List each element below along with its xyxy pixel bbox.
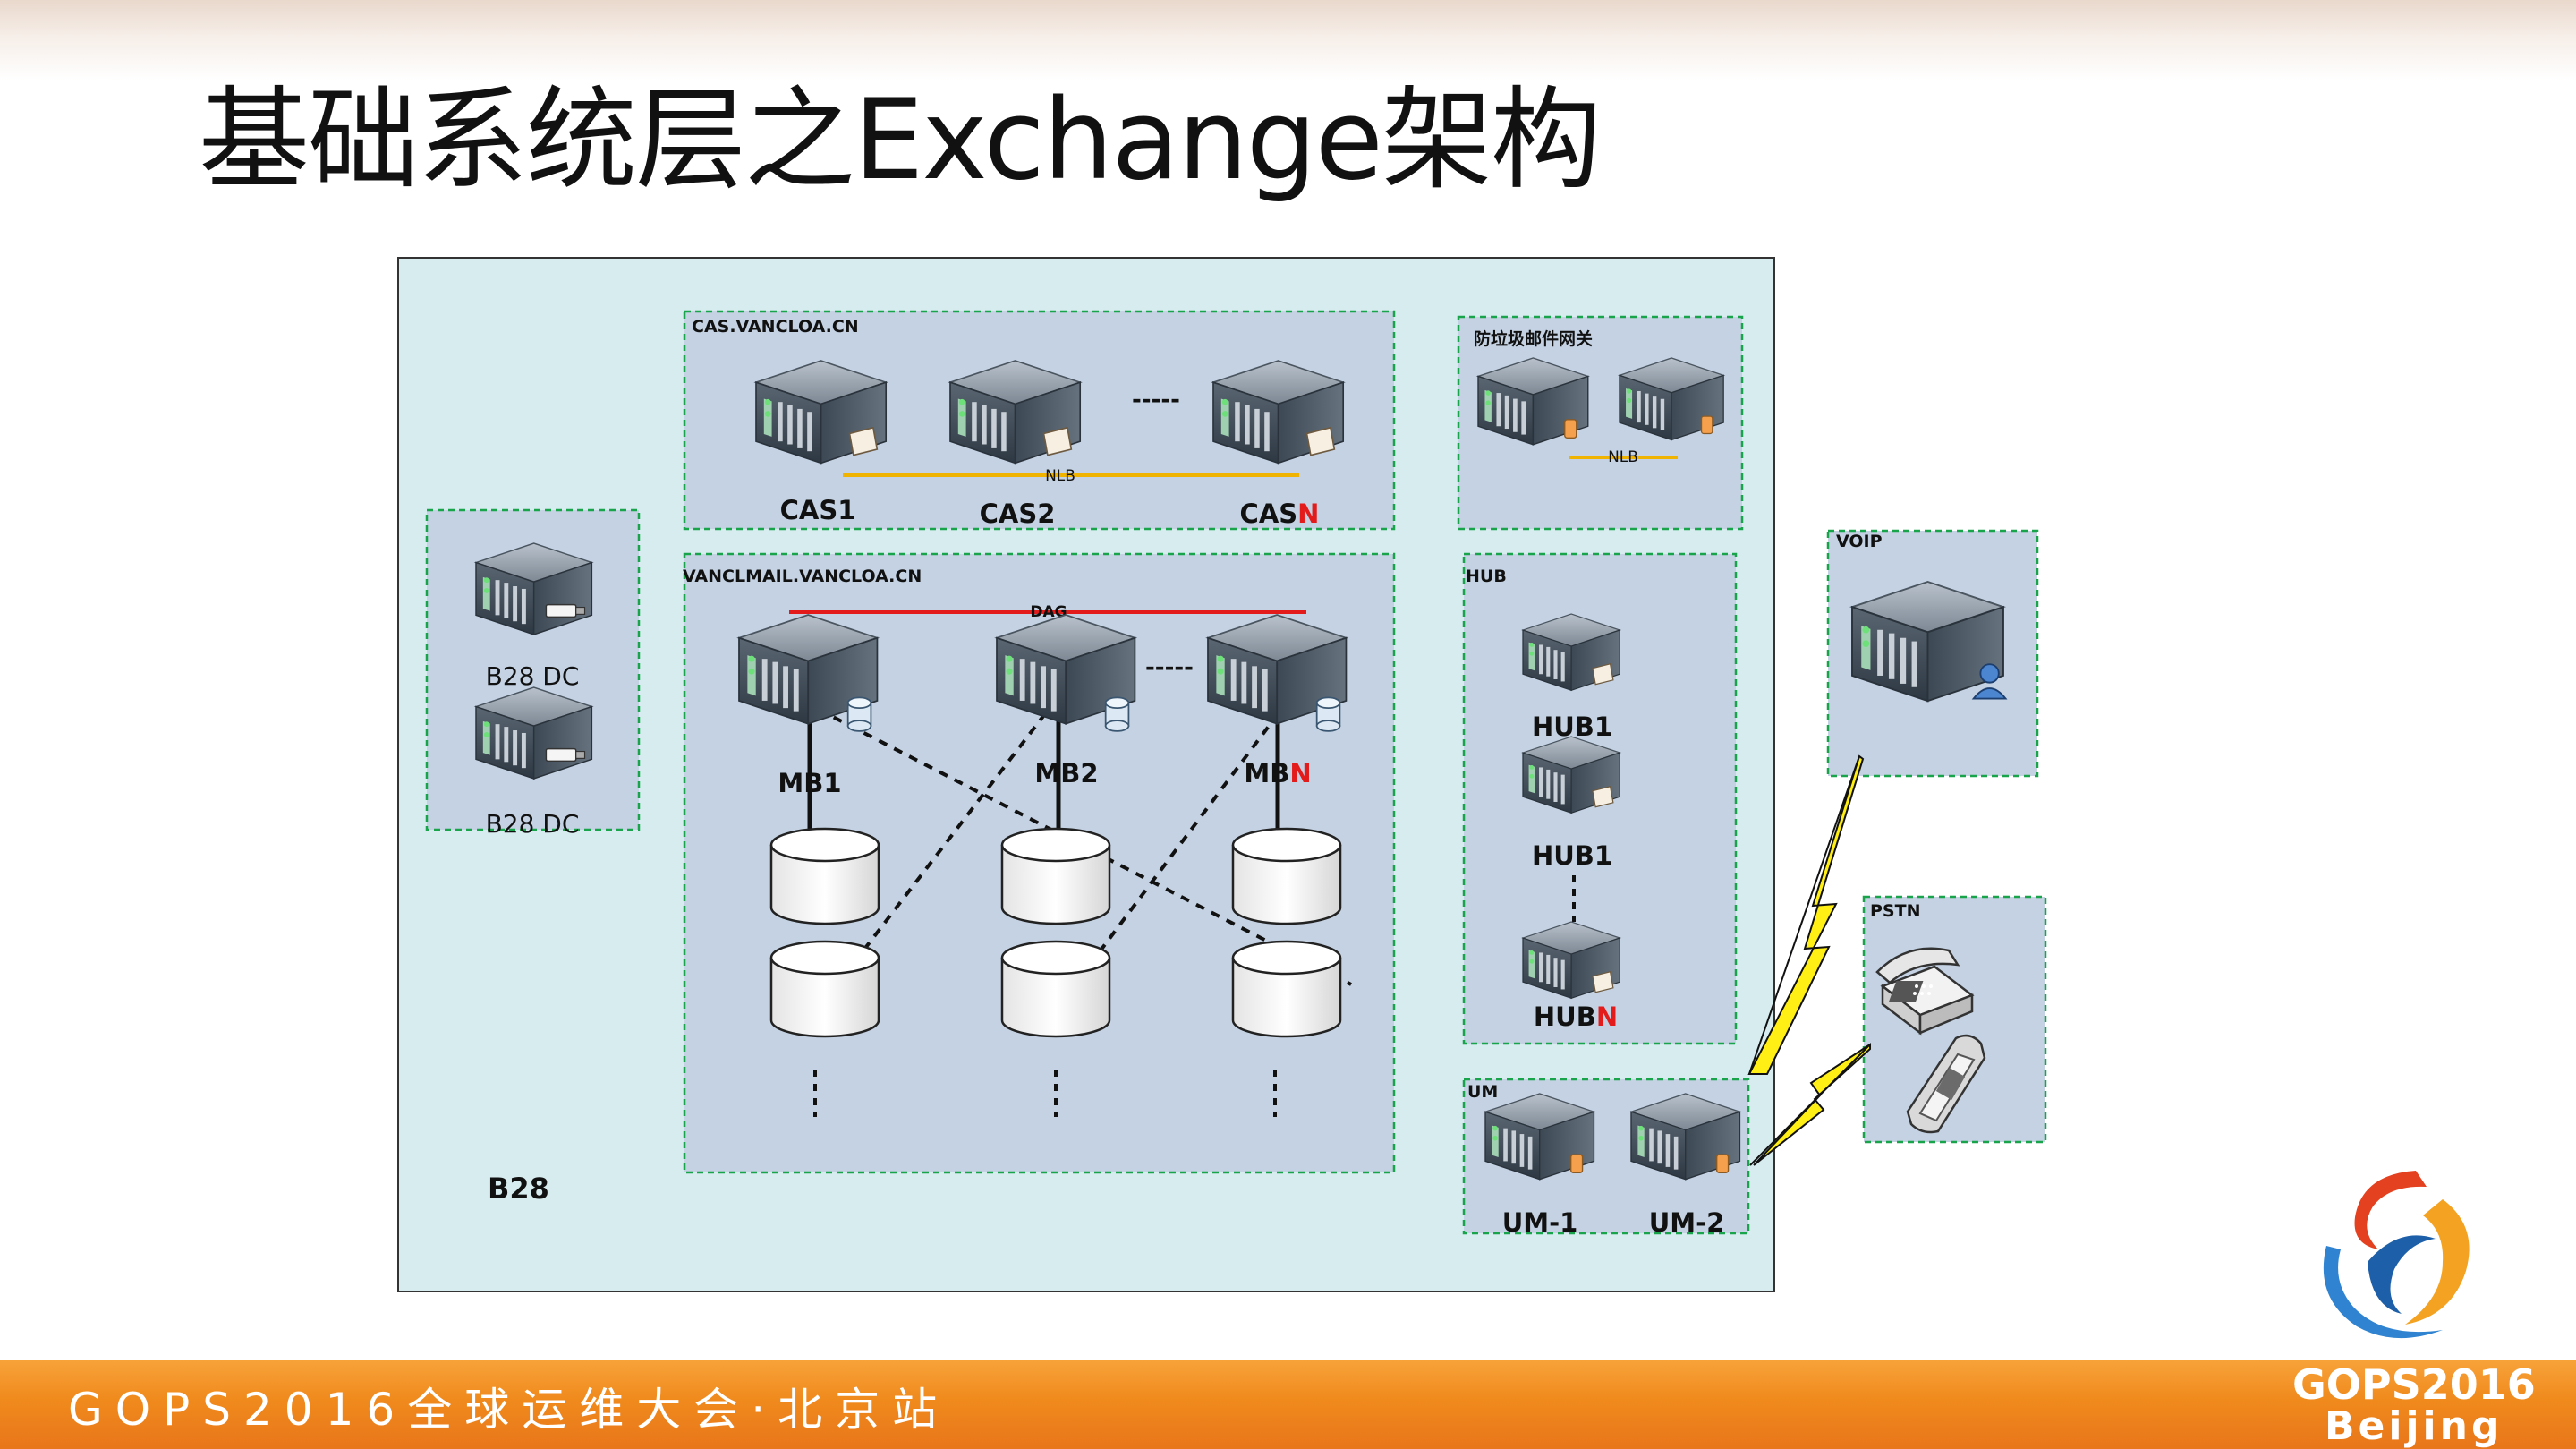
spam-server-icon: [1477, 357, 1589, 446]
mailbox-label: MB1: [778, 768, 841, 798]
cas-server-icon: [755, 360, 888, 465]
dc-label: B28 DC: [486, 661, 580, 691]
hub-server-icon: [1522, 736, 1620, 814]
voip-link: [1748, 755, 1860, 1075]
um-group-label: UM: [1467, 1082, 1498, 1102]
mailbox-suffix: N: [1289, 758, 1311, 788]
hub-label: HUBN: [1534, 1002, 1618, 1032]
slide-title: 基础系统层之Exchange架构: [199, 76, 1602, 205]
footer-brand-line2: Beijing: [2325, 1403, 2504, 1449]
database-disk-icon: [1000, 940, 1111, 1038]
cas-label: CAS2: [980, 499, 1056, 529]
header-band: [0, 0, 2576, 81]
hub-group-label: HUB: [1466, 567, 1507, 586]
um-label: UM-1: [1502, 1207, 1578, 1238]
um-server-icon: [1484, 1093, 1595, 1181]
pstn-group-label: PSTN: [1870, 901, 1920, 921]
cas-suffix: N: [1297, 499, 1319, 529]
nlb-label: NLB: [1045, 467, 1075, 485]
mobile-phone-icon: [1906, 1034, 1986, 1134]
cas-group-label: CAS.VANCLOA.CN: [692, 317, 859, 337]
cas-ellipsis: -----: [1132, 387, 1180, 413]
dc-label: B28 DC: [486, 809, 580, 839]
um-label: UM-2: [1649, 1207, 1725, 1238]
hub-server-icon: [1522, 921, 1620, 999]
mailbox-group-label: VANCLMAIL.VANCLOA.CN: [683, 567, 922, 586]
database-disk-icon: [1231, 940, 1342, 1038]
cas-label: CAS1: [780, 495, 856, 525]
database-disk-icon: [769, 827, 880, 925]
dc-server-icon: [475, 542, 593, 635]
gops-logo-icon: [2323, 1171, 2470, 1339]
lightning-link-icon: [1747, 754, 1865, 1075]
hub-server-icon: [1522, 613, 1620, 691]
mailbox-ellipsis: -----: [1145, 654, 1194, 681]
dc-server-icon: [475, 686, 593, 780]
mailbox-label: MBN: [1244, 758, 1311, 788]
hub-label: HUB1: [1532, 840, 1612, 871]
database-disk-icon: [769, 940, 880, 1038]
dag-label: DAG: [1030, 603, 1067, 621]
voip-group-label: VOIP: [1836, 532, 1883, 551]
cas-server-icon: [949, 360, 1082, 465]
voip-server-icon: [1851, 581, 2008, 703]
database-disk-icon: [1231, 827, 1342, 925]
footer-band: [0, 1360, 2576, 1449]
desk-phone-icon: [1875, 947, 1975, 1036]
pstn-link: [1749, 1044, 1871, 1166]
footer-event-text: GOPS2016全球运维大会·北京站: [68, 1384, 950, 1436]
um-server-icon: [1630, 1093, 1741, 1181]
spam-server-icon: [1619, 357, 1724, 441]
cas-label: CASN: [1240, 499, 1320, 529]
replication-link: [1099, 698, 1290, 952]
site-label: B28: [488, 1172, 549, 1206]
database-disk-icon: [1000, 827, 1111, 925]
hub-suffix: N: [1596, 1002, 1618, 1032]
replication-link: [862, 698, 1058, 952]
spam-group-label: 防垃圾邮件网关: [1474, 328, 1593, 349]
mailbox-label: MB2: [1034, 758, 1098, 788]
footer-brand-line1: GOPS2016: [2292, 1360, 2536, 1409]
cas-server-icon: [1212, 360, 1345, 465]
spam-nlb-label: NLB: [1608, 448, 1638, 466]
